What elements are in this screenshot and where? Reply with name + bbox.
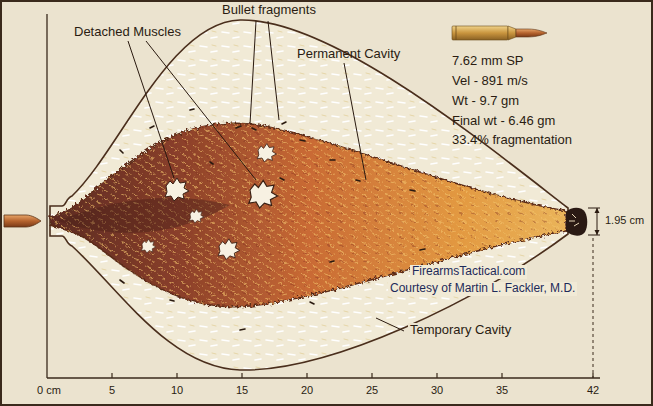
- axis-tick-label: 20: [301, 384, 313, 397]
- axis-tick-label: 25: [366, 384, 378, 397]
- callout-label: Permanent Cavity: [297, 47, 400, 62]
- spec-line: 7.62 mm SP: [452, 54, 524, 69]
- callout-label: Temporary Cavity: [408, 323, 513, 338]
- spec-line: 33.4% fragmentation: [452, 133, 572, 148]
- callout-label: Detached Muscles: [74, 25, 181, 40]
- axis-tick-label: 30: [431, 384, 443, 397]
- axis-tick-label: 35: [496, 384, 508, 397]
- axis-tick-label: 0 cm: [37, 384, 61, 397]
- callout-label: Bullet fragments: [222, 3, 316, 18]
- spec-line: Vel - 891 m/s: [452, 74, 528, 89]
- axis-tick-label: 5: [109, 384, 115, 397]
- spec-line: Final wt - 6.46 gm: [452, 114, 555, 129]
- spec-line: Wt - 9.7 gm: [452, 94, 519, 109]
- axis-tick-label: 15: [236, 384, 248, 397]
- watermark: FirearmsTactical.com: [410, 265, 527, 279]
- credit-note: Courtesy of Martin L. Fackler, M.D.: [388, 282, 577, 296]
- dimension-label: 1.95 cm: [603, 214, 646, 227]
- axis-tick-label: 10: [171, 384, 183, 397]
- axis-tick-label: 42: [587, 384, 599, 397]
